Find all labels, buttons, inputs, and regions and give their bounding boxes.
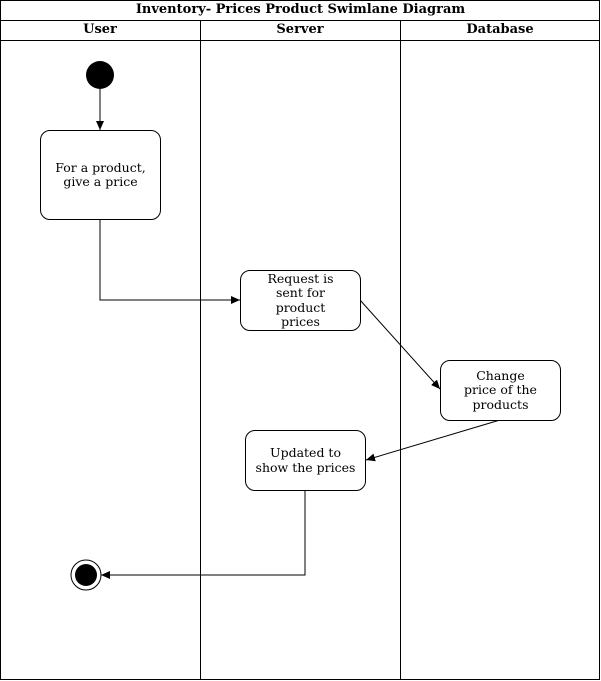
flow-give-price-to-request xyxy=(99,220,240,304)
flow-updated-to-end xyxy=(101,490,306,579)
lane-header-database: Database xyxy=(466,22,534,37)
activity-change-price: Change price of the products xyxy=(440,360,561,421)
lane-header-server: Server xyxy=(276,22,324,37)
end-node-inner xyxy=(75,564,97,586)
diagram-title: Inventory- Prices Product Swimlane Diagr… xyxy=(135,2,466,17)
flow-request-to-change-price xyxy=(359,299,441,390)
activity-give-price: For a product, give a price xyxy=(40,130,161,220)
activity-updated-prices: Updated to show the prices xyxy=(245,430,366,491)
start-node xyxy=(86,61,114,89)
activity-request-sent: Request is sent for product prices xyxy=(240,270,361,331)
activity-updated-prices-label: Updated to show the prices xyxy=(255,445,356,475)
lane-header-user: User xyxy=(83,22,117,37)
flow-change-price-to-updated xyxy=(365,419,501,462)
activity-give-price-label: For a product, give a price xyxy=(55,159,146,189)
activity-request-sent-label: Request is sent for product prices xyxy=(267,270,334,329)
activity-change-price-label: Change price of the products xyxy=(464,367,537,412)
